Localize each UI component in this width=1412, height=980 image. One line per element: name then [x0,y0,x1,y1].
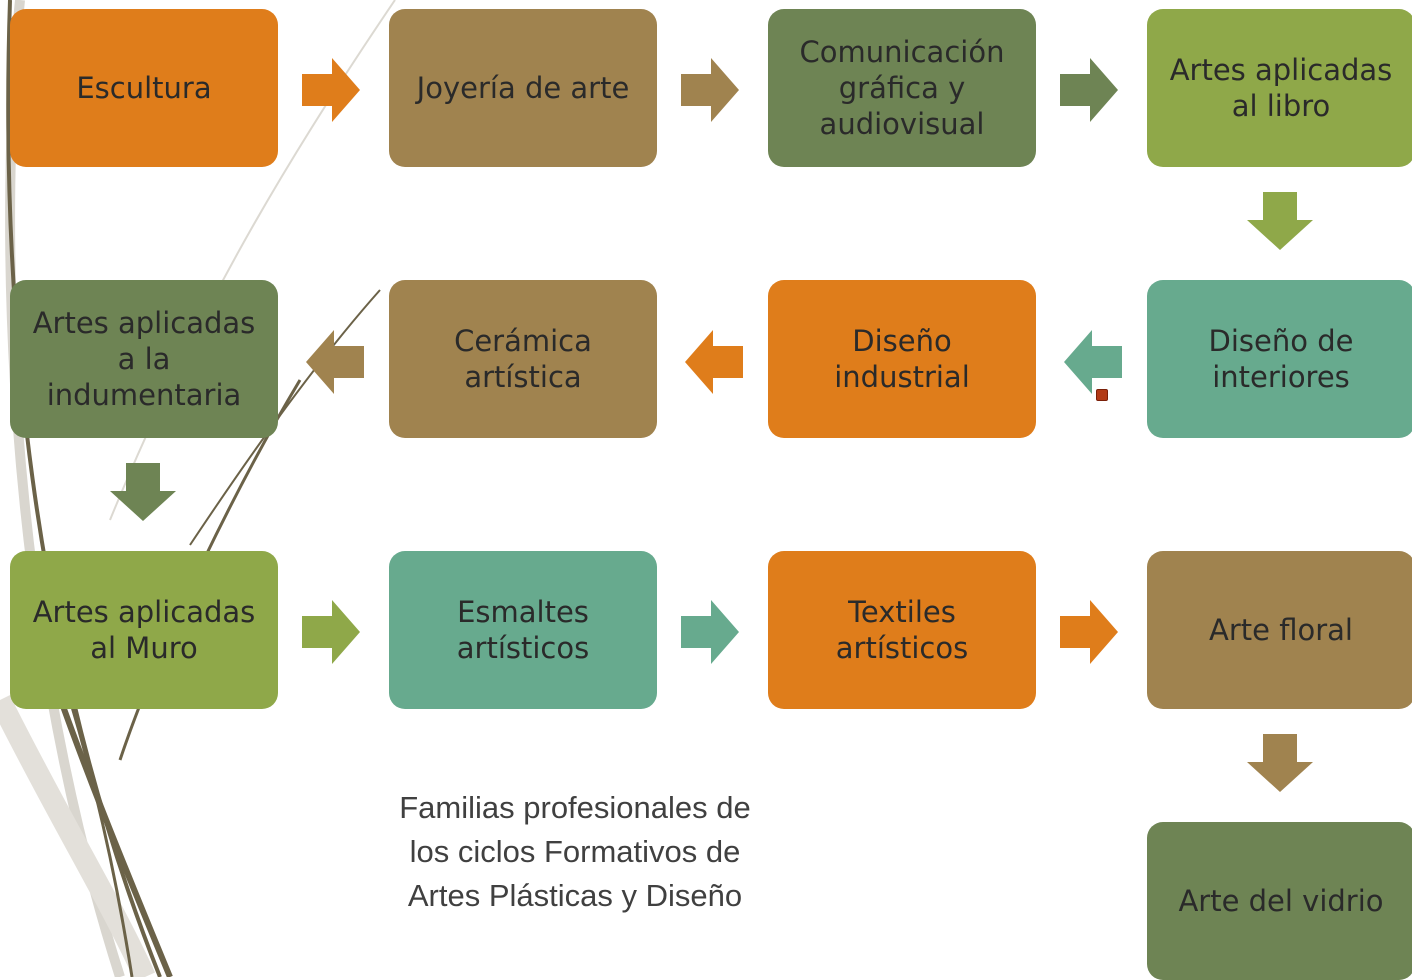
arrow-right-icon [1060,600,1118,664]
box-diseno-industrial: Diseño industrial [768,280,1036,438]
arrow-right-icon [302,58,360,122]
box-ceramica: Cerámica artística [389,280,657,438]
box-diseno-interiores: Diseño de interiores [1147,280,1412,438]
box-label: Artes aplicadas al libro [1169,53,1393,123]
box-indumentaria: Artes aplicadas a la indumentaria [10,280,278,438]
box-label: Textiles artísticos [835,595,969,665]
arrow-left-icon [306,330,364,394]
box-comunicacion: Comunicación gráfica y audiovisual [768,9,1036,167]
box-artes-libro: Artes aplicadas al libro [1147,9,1412,167]
box-label: Esmaltes artísticos [456,595,590,665]
box-label: Diseño industrial [834,324,970,394]
box-label: Artes aplicadas al Muro [32,595,256,665]
box-artes-muro: Artes aplicadas al Muro [10,551,278,709]
diagram-caption: Familias profesionales de los ciclos For… [399,790,751,913]
arrow-down-icon [1247,192,1313,250]
arrow-right-icon [681,58,739,122]
arrow-down-icon [110,463,176,521]
arrow-left-icon [685,330,743,394]
box-textiles: Textiles artísticos [768,551,1036,709]
box-label: Artes aplicadas a la indumentaria [32,306,256,412]
box-label: Comunicación gráfica y audiovisual [799,35,1005,141]
box-label: Joyería de arte [416,71,630,105]
selection-handle[interactable] [1096,389,1108,401]
box-arte-floral: Arte floral [1147,551,1412,709]
box-label: Arte del vidrio [1178,884,1384,918]
box-label: Diseño de interiores [1208,324,1354,394]
box-joyeria: Joyería de arte [389,9,657,167]
arrow-down-icon [1247,734,1313,792]
box-escultura: Escultura [10,9,278,167]
arrow-right-icon [302,600,360,664]
arrow-right-icon [681,600,739,664]
arrow-left-icon [1064,330,1122,394]
box-label: Arte floral [1209,613,1353,647]
box-arte-vidrio: Arte del vidrio [1147,822,1412,980]
arrow-right-icon [1060,58,1118,122]
box-label: Cerámica artística [454,324,592,394]
box-esmaltes: Esmaltes artísticos [389,551,657,709]
box-label: Escultura [76,71,212,105]
